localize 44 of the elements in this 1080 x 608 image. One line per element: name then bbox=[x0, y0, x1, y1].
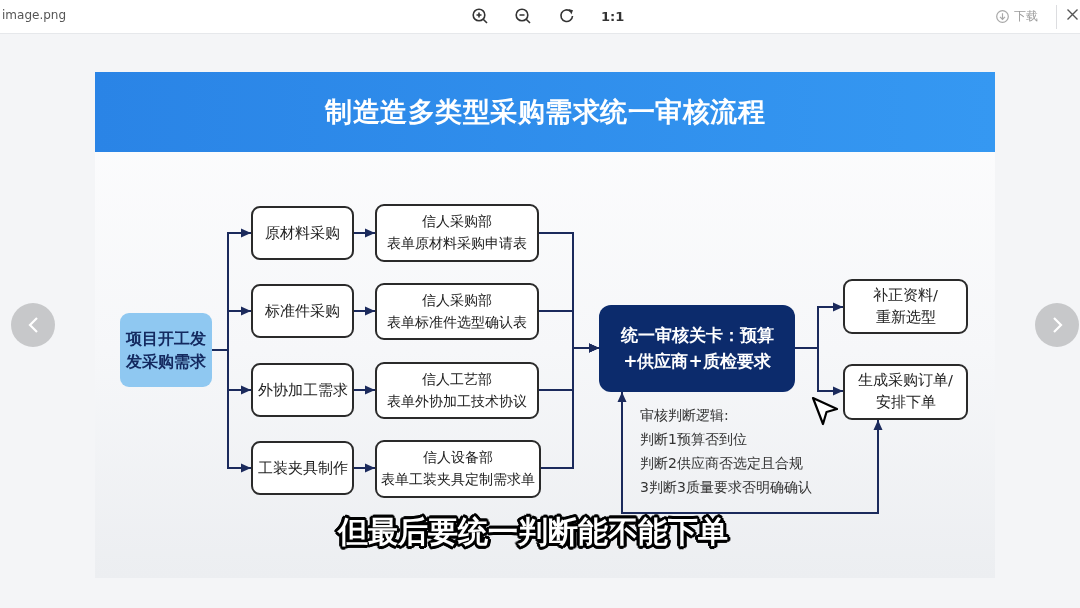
node-label: 外协加工需求 bbox=[257, 379, 348, 401]
flow-arrow bbox=[353, 306, 376, 316]
form-label: 表单外协加工技术协议 bbox=[387, 391, 527, 411]
actual-size-button: 1:1 bbox=[598, 7, 628, 26]
department-label: 信人采购部 bbox=[422, 290, 492, 310]
outcome-box bbox=[843, 279, 968, 334]
department-label: 信人设备部 bbox=[423, 448, 493, 468]
process-box bbox=[251, 284, 354, 338]
review-gate-box bbox=[599, 305, 795, 392]
review-logic-item: 判断2供应商否选定且合规 bbox=[640, 455, 803, 473]
node-label: 生成采购订单/安排下单 bbox=[857, 371, 954, 412]
form-label: 表单工装夹具定制需求单 bbox=[381, 470, 535, 489]
node-label: 补正资料/重新选型 bbox=[872, 285, 939, 327]
review-logic-heading: 审核判断逻辑: bbox=[640, 407, 729, 425]
node-label: 原材料采购 bbox=[265, 222, 340, 244]
form-box bbox=[375, 362, 539, 419]
form-label: 表单标准件选型确认表 bbox=[387, 312, 527, 332]
outcome-box bbox=[843, 364, 968, 420]
department-label: 信人采购部 bbox=[422, 212, 492, 232]
double-arrow bbox=[617, 391, 883, 514]
node-label: 工装夹具制作 bbox=[257, 457, 348, 479]
flow-arrow bbox=[353, 228, 376, 238]
form-box bbox=[375, 283, 539, 340]
process-box bbox=[251, 363, 354, 417]
node-label: 标准件采购 bbox=[265, 300, 340, 322]
flow-arrow bbox=[794, 347, 844, 396]
flow-arrow bbox=[211, 349, 252, 473]
review-logic-item: 3判断3质量要求否明确确认 bbox=[640, 479, 812, 497]
form-label: 表单原材料采购申请表 bbox=[387, 234, 527, 253]
slide-title: 制造造多类型采购需求统一审核流程 bbox=[325, 95, 765, 129]
download-button: 下载 bbox=[994, 6, 1040, 27]
flow-arrow bbox=[353, 463, 376, 473]
form-box bbox=[375, 204, 539, 262]
review-logic-item: 判断1预算否到位 bbox=[640, 431, 747, 449]
form-box bbox=[375, 440, 541, 498]
node-label: 项目开工发发采购需求 bbox=[124, 327, 207, 373]
process-box bbox=[251, 441, 354, 495]
node-label: 统一审核关卡：预算+供应商+质检要求 bbox=[619, 324, 775, 373]
process-box bbox=[251, 206, 354, 260]
flow-arrow bbox=[540, 343, 600, 469]
department-label: 信人工艺部 bbox=[422, 369, 492, 389]
file-name: image.png bbox=[2, 8, 67, 22]
flow-arrow bbox=[353, 385, 376, 395]
start-box bbox=[120, 313, 212, 387]
